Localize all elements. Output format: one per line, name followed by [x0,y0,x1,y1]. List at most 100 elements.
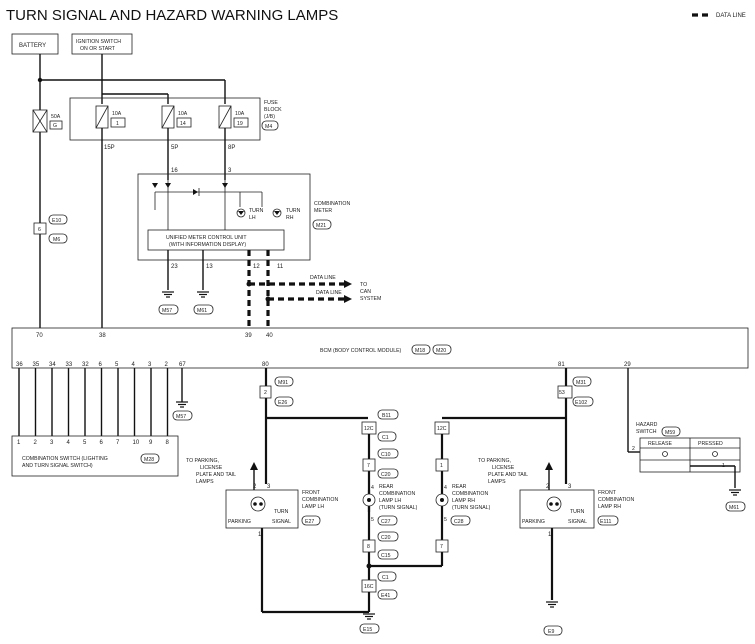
rear-lh-pin5: 5 [371,517,374,523]
comb-switch-pin-label: 2 [34,440,38,446]
front-rh-to-l4: LAMPS [488,479,506,485]
conn-m6: M6 [53,237,60,243]
front-lh-to-l2: LICENSE [200,465,223,471]
conn-m59: M59 [665,430,675,436]
can-to-l1: TO [360,282,367,288]
conn-m61b: M61 [729,505,739,511]
conn-e9: E9 [548,629,554,635]
rear-lh-l1: REAR [379,484,394,490]
front-rh-to-l3: PLATE AND TAIL [488,472,528,478]
hazard-release: RELEASE [648,441,672,447]
conn-c20a: C20 [381,472,391,478]
conn-e10-pin: 6 [38,227,41,233]
front-rh-l1: FRONT [598,490,617,496]
front-rh-to-l2: LICENSE [492,465,515,471]
bcm-pin-81: 81 [558,362,565,368]
pin-r7: 7 [440,544,443,550]
bcm-pin-67: 67 [179,362,186,368]
battery-box [11,33,59,55]
conn-m28: M28 [144,457,154,463]
front-rh-to-l1: TO PARKING, [478,458,511,464]
comb-switch-pin-label: 7 [116,440,120,446]
conn-e102: E102 [575,400,587,406]
bcm-pin-label: 36 [16,362,23,368]
bcm-pin-40: 40 [266,333,273,339]
battery-label: BATTERY [19,43,46,49]
pin-53-rh: 53 [559,390,565,396]
meter-pin-13: 13 [206,264,213,270]
conn-c27: C27 [381,519,391,525]
can-to-l2: CAN [360,289,371,295]
ground-m57b-icon [175,401,189,408]
rear-rh-l1: REAR [452,484,467,490]
bcm-pin-label: 32 [82,362,89,368]
fusible-num: G [53,123,57,129]
meter-pin-3: 3 [228,168,232,174]
pin-7: 7 [367,463,370,469]
front-lh-to-l4: LAMPS [196,479,214,485]
ignition-label-2: ON OR START [80,46,116,52]
fuse-pin-5p: 5P [171,145,178,151]
conn-m31: M31 [576,380,586,386]
bcm-pin-label: 4 [132,362,136,368]
turn-rh-l2: RH [286,215,294,221]
combination-meter [137,173,311,261]
pin-r1: 1 [440,463,443,469]
fuse-block-label-1: FUSE [264,100,278,106]
bcm-pin-80: 80 [262,362,269,368]
front-lh-signal: SIGNAL [272,519,291,525]
conn-e15: E15 [363,627,372,633]
unified-meter-control-unit [147,229,285,251]
fuse-pin-15p: 15P [104,145,115,151]
fuse-block-label-3: (J/B) [264,114,275,120]
meter-unit-l2: (WITH INFORMATION DISPLAY) [169,242,246,248]
front-lh-pin1: 1 [258,532,262,538]
comb-switch-pin-label: 3 [50,440,54,446]
front-lamp-lh-bulb-icon [250,496,266,512]
comb-switch-l1: COMBINATION SWITCH (LIGHTING [22,456,108,462]
hazard-pin2: 2 [632,446,635,452]
bcm-label: BCM (BODY CONTROL MODULE) [320,348,402,354]
comb-switch-pin-label: 4 [67,440,71,446]
meter-pin-12: 12 [253,264,260,270]
conn-b11: B11 [382,413,391,419]
conn-m57b: M57 [176,414,186,420]
conn-e27: E27 [305,519,314,525]
bcm-pin-label: 33 [66,362,73,368]
meter-pin-11: 11 [277,264,284,270]
fuse-3-amp: 10A [235,111,245,117]
front-rh-pin1: 1 [548,532,552,538]
comb-switch-l2: AND TURN SIGNAL SWITCH) [22,463,93,469]
bcm-pin-70: 70 [36,333,43,339]
rear-lh-l4: (TURN SIGNAL) [379,505,418,511]
comb-switch-pin-label: 1 [17,440,21,446]
bcm-pin-label: 2 [165,362,169,368]
can-to-l3: SYSTEM [360,296,381,302]
bcm-pin-label: 5 [115,362,119,368]
ground-m61-icon [196,291,210,298]
rear-rh-l3: LAMP RH [452,498,475,504]
rear-rh-l4: (TURN SIGNAL) [452,505,491,511]
meter-unit-l1: UNIFIED METER CONTROL UNIT [166,235,247,241]
bcm-box [11,327,749,369]
conn-m91: M91 [278,380,288,386]
bcm-pin-label: 34 [49,362,56,368]
fuse-2: 10A 14 [161,105,192,129]
conn-c10: C10 [381,452,391,458]
ground-e9-icon [545,601,559,608]
bcm-pin-label: 6 [99,362,103,368]
fuse-1-amp: 10A [112,111,122,117]
conn-m57: M57 [162,308,172,314]
fuse-3: 10A 19 [218,105,249,129]
front-rh-pin3: 3 [568,484,572,490]
front-rh-parking: PARKING [522,519,545,525]
bcm-pin-label: 35 [33,362,40,368]
turn-rh-indicator-icon [272,208,282,218]
front-lh-to-l1: TO PARKING, [186,458,219,464]
bcm-pin-38: 38 [99,333,106,339]
hazard-pressed: PRESSED [698,441,723,447]
conn-e10: E10 [52,218,61,224]
comb-switch-pin-label: 6 [100,440,104,446]
rear-lh-l2: COMBINATION [379,491,415,497]
